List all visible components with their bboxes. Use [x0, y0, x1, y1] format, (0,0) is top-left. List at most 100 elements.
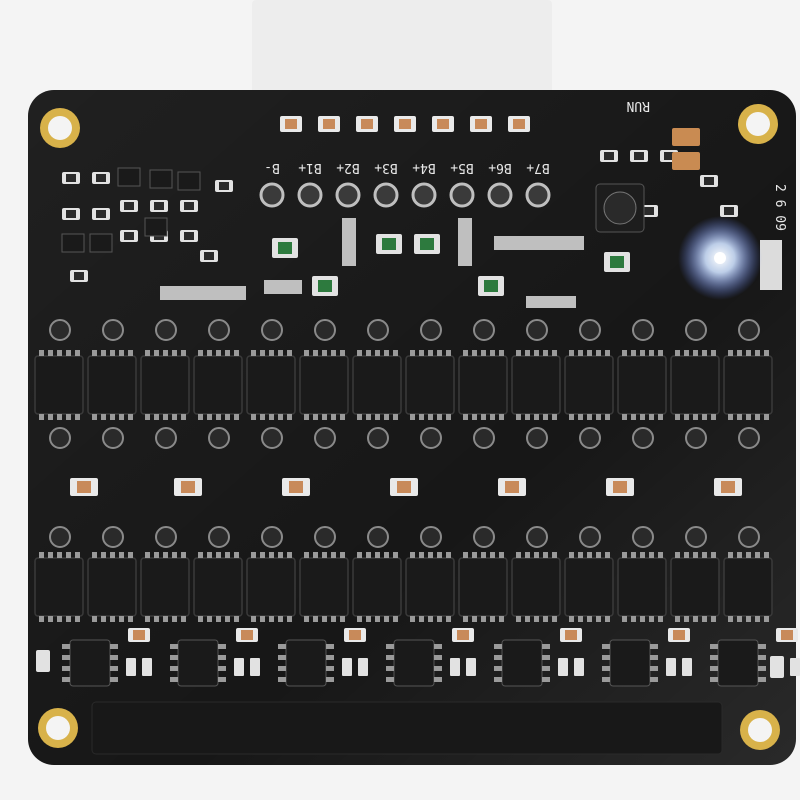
mosfet-pin — [596, 552, 601, 558]
mosfet-pin — [225, 616, 230, 622]
mosfet-pin — [711, 616, 716, 622]
balance-pad — [525, 182, 551, 208]
mosfet-pin — [101, 414, 106, 420]
mosfet-pin — [419, 414, 424, 420]
ic-pin — [494, 644, 502, 649]
smd-part-body — [724, 207, 734, 215]
mosfet-pin — [472, 350, 477, 356]
smd-part — [126, 658, 136, 676]
balance-pad — [335, 182, 361, 208]
mosfet-pin — [119, 552, 124, 558]
mosfet-pin — [357, 552, 362, 558]
mosfet-pin — [375, 414, 380, 420]
via — [579, 427, 601, 449]
smd-part-body — [634, 152, 644, 160]
via — [526, 319, 548, 341]
small-ic — [61, 233, 85, 253]
mosfet-pin — [711, 552, 716, 558]
mosfet-pin — [711, 414, 716, 420]
mounting-hole-bottom-right — [740, 710, 780, 750]
bottom-copper-strip — [91, 701, 723, 755]
mosfet-pin — [525, 552, 530, 558]
mosfet-pin — [287, 350, 292, 356]
mosfet-pin — [145, 350, 150, 356]
mosfet-pin — [684, 350, 689, 356]
mosfet-pin — [119, 350, 124, 356]
mosfet-pin — [48, 350, 53, 356]
balance-pad — [449, 182, 475, 208]
via — [526, 526, 548, 548]
via — [155, 526, 177, 548]
mosfet-pin — [57, 552, 62, 558]
mosfet-pin — [596, 414, 601, 420]
resistor-body — [513, 119, 525, 129]
mosfet — [140, 557, 190, 617]
mosfet-pin — [746, 414, 751, 420]
mosfet-pin — [472, 616, 477, 622]
mosfet-pin — [605, 350, 610, 356]
smd-part — [358, 658, 368, 676]
resistor-body — [349, 630, 361, 640]
copper-bar — [342, 218, 356, 266]
via — [367, 319, 389, 341]
smd-part-body — [704, 177, 714, 185]
resistor-body — [457, 630, 469, 640]
driver-ic — [393, 639, 435, 687]
small-ic — [149, 169, 173, 189]
via — [632, 319, 654, 341]
mosfet-pin — [39, 414, 44, 420]
mosfet-pin — [384, 552, 389, 558]
mosfet-pin — [198, 350, 203, 356]
mosfet-pin — [251, 616, 256, 622]
mosfet-pin — [428, 350, 433, 356]
copper-bar — [160, 286, 246, 300]
mosfet-pin — [57, 414, 62, 420]
ic-pin — [170, 644, 178, 649]
mosfet-pin — [649, 350, 654, 356]
mosfet-pin — [66, 414, 71, 420]
resistor-body — [77, 481, 91, 493]
ic-pin — [62, 644, 70, 649]
mosfet-pin — [446, 350, 451, 356]
mosfet-pin — [640, 414, 645, 420]
mosfet-pin — [684, 616, 689, 622]
mosfet-pin — [163, 616, 168, 622]
mosfet-pin — [410, 552, 415, 558]
mosfet-pin — [331, 414, 336, 420]
smd-part-body — [204, 252, 214, 260]
via — [314, 427, 336, 449]
mosfet-pin — [552, 414, 557, 420]
ic-pin — [170, 666, 178, 671]
mosfet-pin — [578, 616, 583, 622]
capacitor — [672, 128, 700, 146]
ic-pin — [542, 677, 550, 682]
smd-part-body — [664, 152, 674, 160]
copper-bar — [458, 218, 472, 266]
mosfet — [511, 557, 561, 617]
balance-pad — [487, 182, 513, 208]
mosfet-pin — [198, 414, 203, 420]
mosfet-pin — [66, 350, 71, 356]
mosfet-pin — [322, 552, 327, 558]
controller-section — [61, 128, 782, 308]
wire-connector — [252, 0, 552, 100]
balance-pad — [411, 182, 437, 208]
ic-pin — [602, 644, 610, 649]
mosfet-pin — [737, 350, 742, 356]
mosfet-pin — [110, 414, 115, 420]
resistor-body — [241, 630, 253, 640]
via — [420, 319, 442, 341]
driver-ic — [285, 639, 327, 687]
mosfet-pin — [587, 616, 592, 622]
mosfet-pin — [764, 552, 769, 558]
balance-pad-labels: B-B1+B2+B3+B4+B5+B6+B7+ — [264, 160, 550, 175]
mosfet — [246, 557, 296, 617]
mosfet-pin — [101, 616, 106, 622]
resistor-body — [781, 630, 793, 640]
ic-pin — [650, 666, 658, 671]
ic-pin — [758, 655, 766, 660]
mosfet-pin — [278, 414, 283, 420]
balance-pad — [259, 182, 285, 208]
mosfet-pin — [260, 616, 265, 622]
mosfet-pin — [322, 350, 327, 356]
